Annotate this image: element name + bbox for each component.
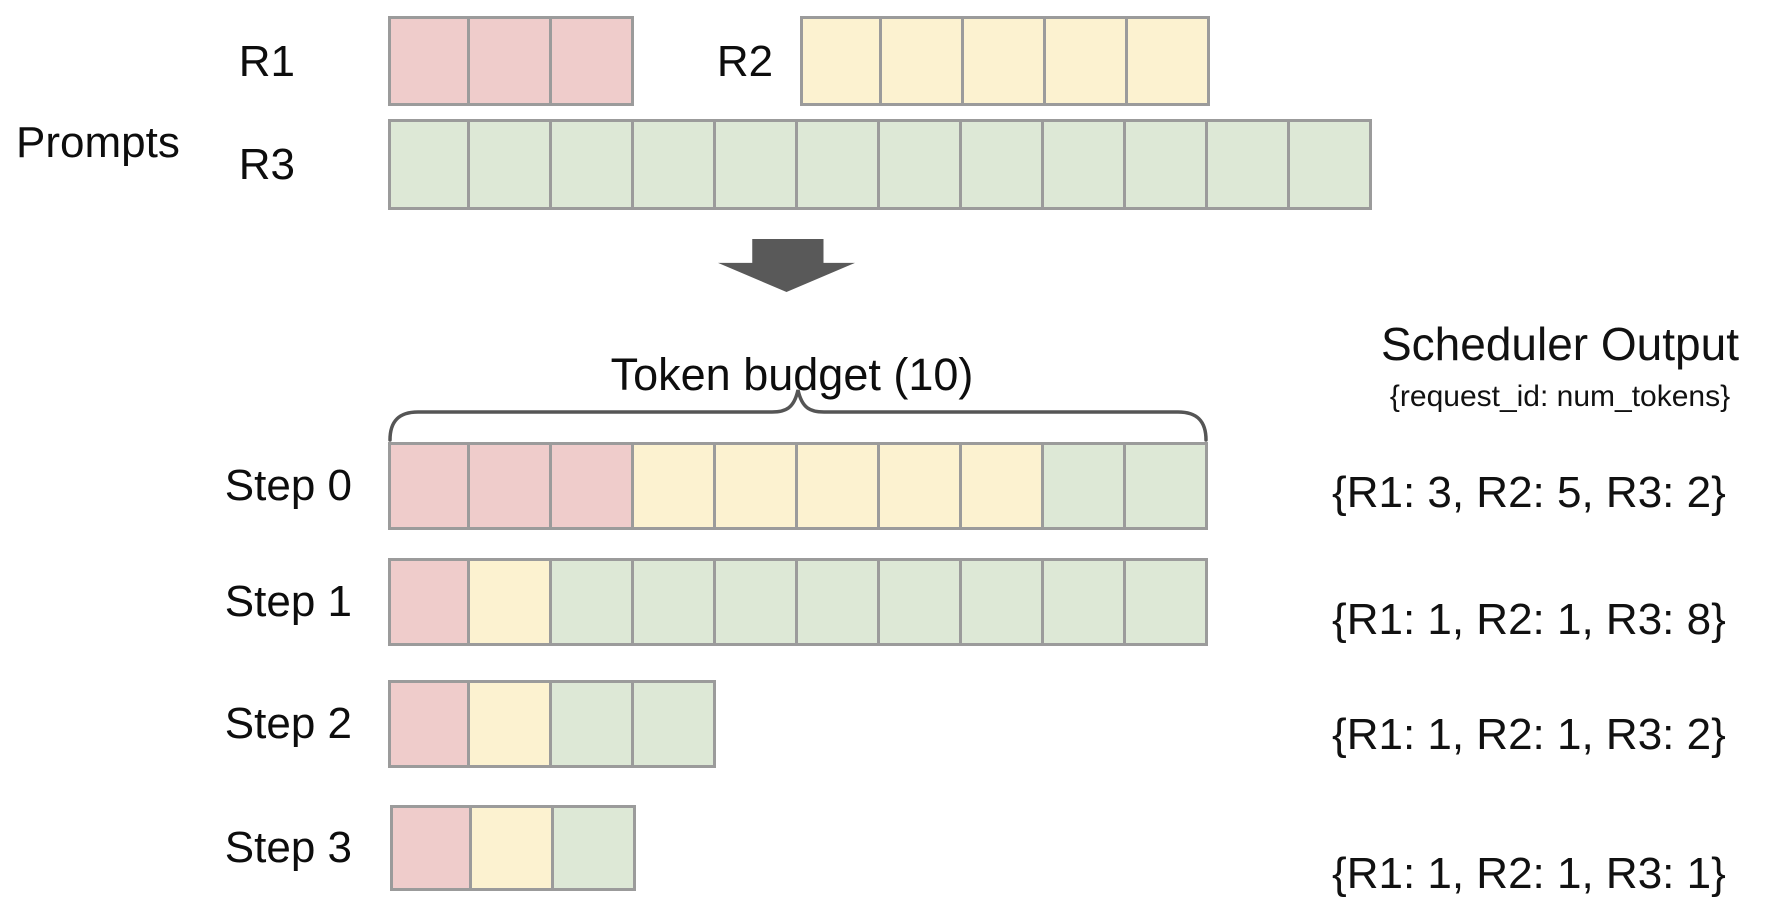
- token-cell-r1: [390, 805, 472, 891]
- token-cell-r3: [962, 558, 1044, 646]
- token-cell-r3: [634, 558, 716, 646]
- step-row-3: [390, 805, 636, 891]
- token-cell-r2: [962, 442, 1044, 530]
- token-cell-r3: [880, 558, 962, 646]
- token-cell-r2: [470, 680, 552, 768]
- token-cell-r3: [1208, 119, 1290, 210]
- token-cell-r3: [1290, 119, 1372, 210]
- token-cell-r3: [1044, 119, 1126, 210]
- token-cell-r1: [552, 16, 634, 106]
- step-label-1: Step 1: [224, 577, 352, 626]
- token-cell-r2: [1128, 16, 1210, 106]
- step-row-0: [388, 442, 1208, 530]
- token-cell-r3: [798, 558, 880, 646]
- token-cell-r2: [716, 442, 798, 530]
- prompt-row-r3: [388, 119, 1372, 210]
- token-cell-r2: [634, 442, 716, 530]
- token-cell-r3: [388, 119, 470, 210]
- token-cell-r3: [716, 558, 798, 646]
- token-cell-r3: [552, 680, 634, 768]
- request-label-r1: R1: [238, 37, 295, 86]
- scheduler-output-line-3: {R1: 1, R2: 1, R3: 1}: [1332, 849, 1726, 898]
- arrow-down-icon: [718, 239, 855, 292]
- request-label-r3: R3: [238, 140, 295, 189]
- token-cell-r3: [1044, 442, 1126, 530]
- token-cell-r3: [552, 119, 634, 210]
- step-row-2: [388, 680, 716, 768]
- token-cell-r1: [470, 442, 552, 530]
- token-cell-r3: [634, 119, 716, 210]
- scheduler-output-line-0: {R1: 3, R2: 5, R3: 2}: [1332, 468, 1726, 517]
- token-cell-r2: [470, 558, 552, 646]
- token-cell-r3: [716, 119, 798, 210]
- step-row-1: [388, 558, 1208, 646]
- prompt-row-r2: [800, 16, 1210, 106]
- scheduler-output-title: Scheduler Output: [1380, 318, 1739, 370]
- token-cell-r3: [554, 805, 636, 891]
- request-label-r2: R2: [716, 37, 774, 86]
- token-cell-r1: [388, 680, 470, 768]
- token-cell-r1: [388, 558, 470, 646]
- scheduler-output-line-2: {R1: 1, R2: 1, R3: 2}: [1332, 710, 1726, 759]
- curly-brace: [388, 384, 1208, 442]
- token-cell-r3: [962, 119, 1044, 210]
- token-cell-r3: [1126, 558, 1208, 646]
- token-cell-r2: [798, 442, 880, 530]
- token-cell-r3: [634, 680, 716, 768]
- token-cell-r2: [1046, 16, 1128, 106]
- token-cell-r1: [552, 442, 634, 530]
- token-cell-r3: [1126, 119, 1208, 210]
- token-cell-r3: [470, 119, 552, 210]
- token-budget-label: Token budget (10): [610, 349, 974, 400]
- token-cell-r3: [1044, 558, 1126, 646]
- token-cell-r2: [880, 442, 962, 530]
- token-cell-r1: [470, 16, 552, 106]
- token-cell-r1: [388, 16, 470, 106]
- token-cell-r3: [1126, 442, 1208, 530]
- prompts-label: Prompts: [16, 118, 180, 167]
- token-cell-r1: [388, 442, 470, 530]
- token-cell-r3: [552, 558, 634, 646]
- token-cell-r2: [800, 16, 882, 106]
- step-label-3: Step 3: [224, 823, 352, 872]
- scheduler-output-subtitle: {request_id: num_tokens}: [1389, 380, 1731, 413]
- step-label-0: Step 0: [224, 461, 352, 510]
- token-cell-r3: [880, 119, 962, 210]
- step-label-2: Step 2: [224, 699, 352, 748]
- token-cell-r2: [964, 16, 1046, 106]
- token-cell-r2: [882, 16, 964, 106]
- token-cell-r2: [472, 805, 554, 891]
- token-cell-r3: [798, 119, 880, 210]
- prompt-row-r1: [388, 16, 634, 106]
- scheduler-output-line-1: {R1: 1, R2: 1, R3: 8}: [1332, 595, 1726, 644]
